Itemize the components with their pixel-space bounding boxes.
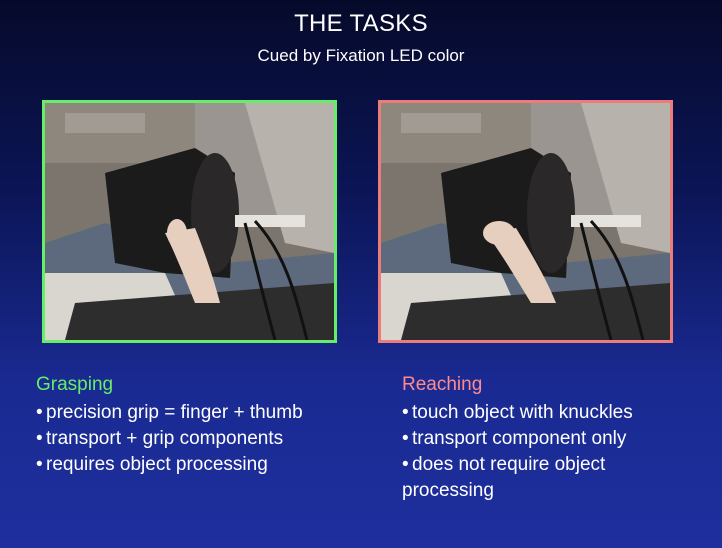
bullet-icon: • (36, 428, 43, 449)
bullet-text: transport component only (412, 428, 627, 449)
bullet-text: does not require object (412, 454, 606, 475)
grasping-bullet-list: •precision grip = finger + thumb •transp… (36, 400, 356, 478)
bullet-icon: • (36, 454, 43, 475)
bullet-icon: • (36, 402, 43, 423)
reaching-heading: Reaching (402, 374, 483, 395)
bullet-icon: • (402, 428, 409, 449)
grasping-photo (42, 100, 337, 343)
reaching-bullet-list: •touch object with knuckles •transport c… (402, 400, 722, 504)
bullet-icon: • (402, 454, 409, 475)
list-item: •transport component only (402, 426, 722, 452)
bullet-text: touch object with knuckles (412, 402, 633, 423)
slide-subtitle: Cued by Fixation LED color (257, 46, 465, 65)
grasping-heading: Grasping (36, 374, 114, 395)
list-item: processing (402, 478, 722, 504)
reaching-photo (378, 100, 673, 343)
bullet-text: precision grip = finger + thumb (46, 402, 303, 423)
list-item: •does not require object (402, 452, 722, 478)
list-item: •precision grip = finger + thumb (36, 400, 356, 426)
slide-title: THE TASKS (294, 10, 428, 37)
reaching-column: Reaching •touch object with knuckles •tr… (402, 374, 722, 504)
list-item: •requires object processing (36, 452, 356, 478)
list-item: •transport + grip components (36, 426, 356, 452)
list-item: •touch object with knuckles (402, 400, 722, 426)
bullet-icon: • (402, 402, 409, 423)
bullet-text: processing (402, 480, 494, 501)
bullet-text: requires object processing (46, 454, 268, 475)
bullet-text: transport + grip components (46, 428, 284, 449)
grasping-column: Grasping •precision grip = finger + thum… (36, 374, 356, 478)
